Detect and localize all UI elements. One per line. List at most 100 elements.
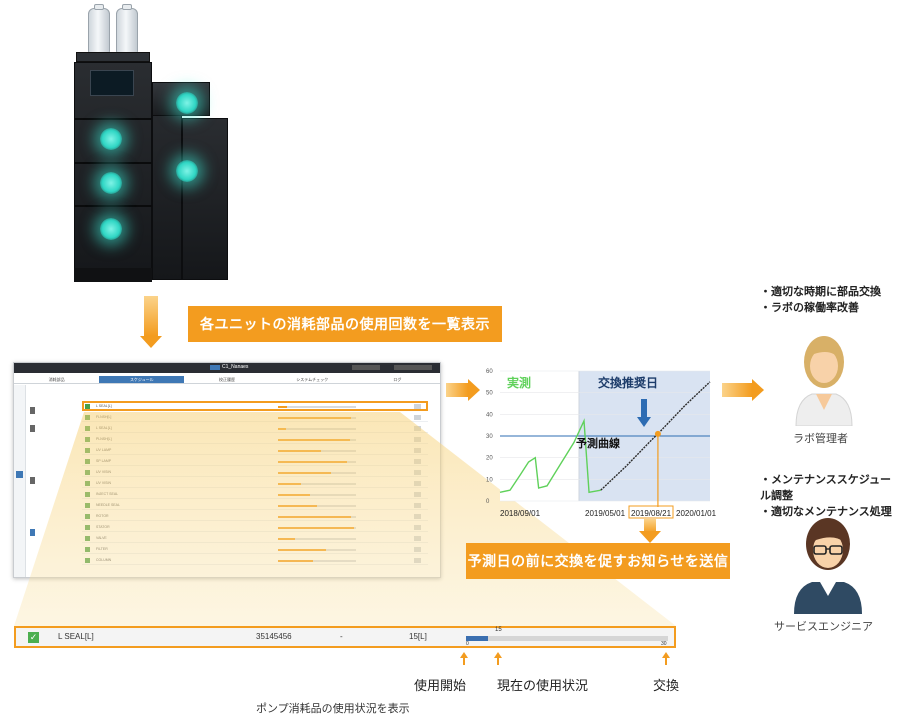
window-title: C1_Nanaes <box>222 364 249 370</box>
progress-min: 0 <box>466 641 469 647</box>
current-pointer-shaft <box>497 657 499 665</box>
unit-divider <box>74 118 152 120</box>
lab-manager-title: ラボ管理者 <box>793 433 848 445</box>
flow-arrow-right <box>446 383 468 397</box>
notify-arrow-head <box>639 531 661 543</box>
label-replace: 交換 <box>653 678 680 693</box>
part-limit: 15[L] <box>409 632 427 641</box>
base-plinth <box>74 268 152 282</box>
account-indicator <box>394 365 432 370</box>
part-dash: - <box>340 632 343 641</box>
service-engineer-benefits: ・メンテナンススケジュール調整 ・適切なメンテナンス処理 <box>760 472 900 520</box>
flow-arrow-head <box>140 336 162 348</box>
start-pointer-shaft <box>463 657 465 665</box>
highlighted-row-frame <box>82 401 428 411</box>
unit-highlight-glow <box>176 160 198 182</box>
benefit-item: ・メンテナンススケジュール調整 <box>760 474 892 502</box>
display-panel <box>90 70 134 96</box>
row-usage-bar <box>278 406 356 408</box>
recommended-region-label: 交換推奨日 <box>598 375 658 390</box>
part-name: L SEAL[L] <box>58 632 94 641</box>
y-tick-label: 30 <box>486 434 493 440</box>
benefit-item: ・適切なメンテナンス処理 <box>760 506 892 518</box>
unit-icon <box>30 407 35 414</box>
due-arrow-head <box>637 417 651 427</box>
bottle-tray <box>76 52 150 62</box>
unit-icon <box>30 425 35 432</box>
part-serial: 35145456 <box>256 632 292 641</box>
tab-calibration[interactable]: 校正履歴 <box>219 377 235 382</box>
y-tick-label: 20 <box>486 456 493 462</box>
row-check-icon[interactable] <box>85 404 90 409</box>
status-indicator <box>352 365 380 370</box>
y-tick-label: 0 <box>486 499 490 505</box>
unit-highlight-glow <box>100 218 122 240</box>
unit-icon <box>30 529 35 536</box>
measured-line <box>499 418 601 494</box>
hplc-instrument <box>70 0 230 285</box>
unit-highlight-glow <box>100 172 122 194</box>
replacement-forecast-chart: 0 10 20 30 40 50 60 実測 交換推奨日 予測曲線 2018/09/01 2… <box>486 369 717 519</box>
row-reset-button[interactable] <box>414 415 421 420</box>
label-current: 現在の使用状況 <box>497 678 589 693</box>
current-pointer-icon <box>494 652 502 658</box>
title-tag <box>210 365 220 370</box>
banner-notification: 予測日の前に交換を促すお知らせを送信 <box>466 543 730 579</box>
check-icon[interactable]: ✓ <box>28 632 39 643</box>
bottle-cap <box>94 4 104 10</box>
due-date-box <box>628 505 674 519</box>
left-tower <box>74 62 152 280</box>
usage-progress-fill <box>466 636 489 641</box>
progress-value: 15 <box>495 627 502 633</box>
unit-icon <box>30 477 35 484</box>
screen-titlebar: C1_Nanaes <box>14 363 440 373</box>
due-arrow-shaft <box>641 399 647 417</box>
flow-arrow-head <box>752 379 764 401</box>
lab-manager-avatar-icon <box>795 336 853 426</box>
tab-schedule[interactable]: スケジュール <box>99 376 185 383</box>
unit-highlight-glow <box>100 128 122 150</box>
x-tick-label: 2019/05/01 <box>585 509 626 518</box>
notify-arrow-down <box>644 519 656 533</box>
y-tick-label: 60 <box>486 369 493 375</box>
banner-list-display: 各ユニットの消耗部品の使用回数を一覧表示 <box>188 306 502 342</box>
flow-arrow-down <box>144 296 158 336</box>
row-part-name: L SEAL[L] <box>96 404 112 408</box>
benefit-item: ・ラボの稼働率改善 <box>760 302 859 314</box>
right-tower <box>182 118 228 280</box>
y-tick-label: 40 <box>486 412 493 418</box>
forecast-label: 予測曲線 <box>576 436 620 450</box>
lab-manager-benefits: ・適切な時期に部品交換 ・ラボの稼働率改善 <box>760 284 881 316</box>
unit-divider <box>74 205 152 207</box>
y-tick-label: 50 <box>486 391 493 397</box>
x-tick-label: 2020/01/01 <box>676 509 717 518</box>
bottle-cap <box>122 4 132 10</box>
flow-arrow-to-roles <box>722 383 752 397</box>
unit-divider <box>74 162 152 164</box>
due-date-marker <box>654 430 661 437</box>
unit-highlight-glow <box>176 92 198 114</box>
expand-icon[interactable] <box>16 471 23 478</box>
service-engineer-avatar-icon <box>794 518 862 614</box>
forecast-line <box>600 381 711 491</box>
consumable-detail-row[interactable]: ✓ L SEAL[L] 35145456 - 15[L] 15 0 30 <box>14 626 676 648</box>
tab-log[interactable]: ログ <box>393 377 402 382</box>
tab-consumables[interactable]: 消耗部品 <box>48 377 65 382</box>
y-tick-label: 10 <box>486 477 493 483</box>
progress-max: 30 <box>661 641 667 647</box>
left-panel <box>14 385 26 577</box>
tab-system-check[interactable]: システムチェック <box>296 377 329 382</box>
service-engineer-title: サービスエンジニア <box>774 621 873 633</box>
caption: ポンプ消耗品の使用状況を表示 <box>256 703 410 715</box>
row-reset-button[interactable] <box>414 404 421 409</box>
replace-pointer-icon <box>662 652 670 658</box>
label-start: 使用開始 <box>414 678 467 693</box>
replace-pointer-shaft <box>665 657 667 665</box>
benefit-item: ・適切な時期に部品交換 <box>760 286 881 298</box>
x-tick-label: 2018/09/01 <box>500 509 541 518</box>
start-pointer-icon <box>460 652 468 658</box>
x-tick-label: 2019/08/21 <box>631 509 672 518</box>
measured-region-label: 実測 <box>507 375 531 390</box>
usage-progress-track <box>466 636 668 641</box>
